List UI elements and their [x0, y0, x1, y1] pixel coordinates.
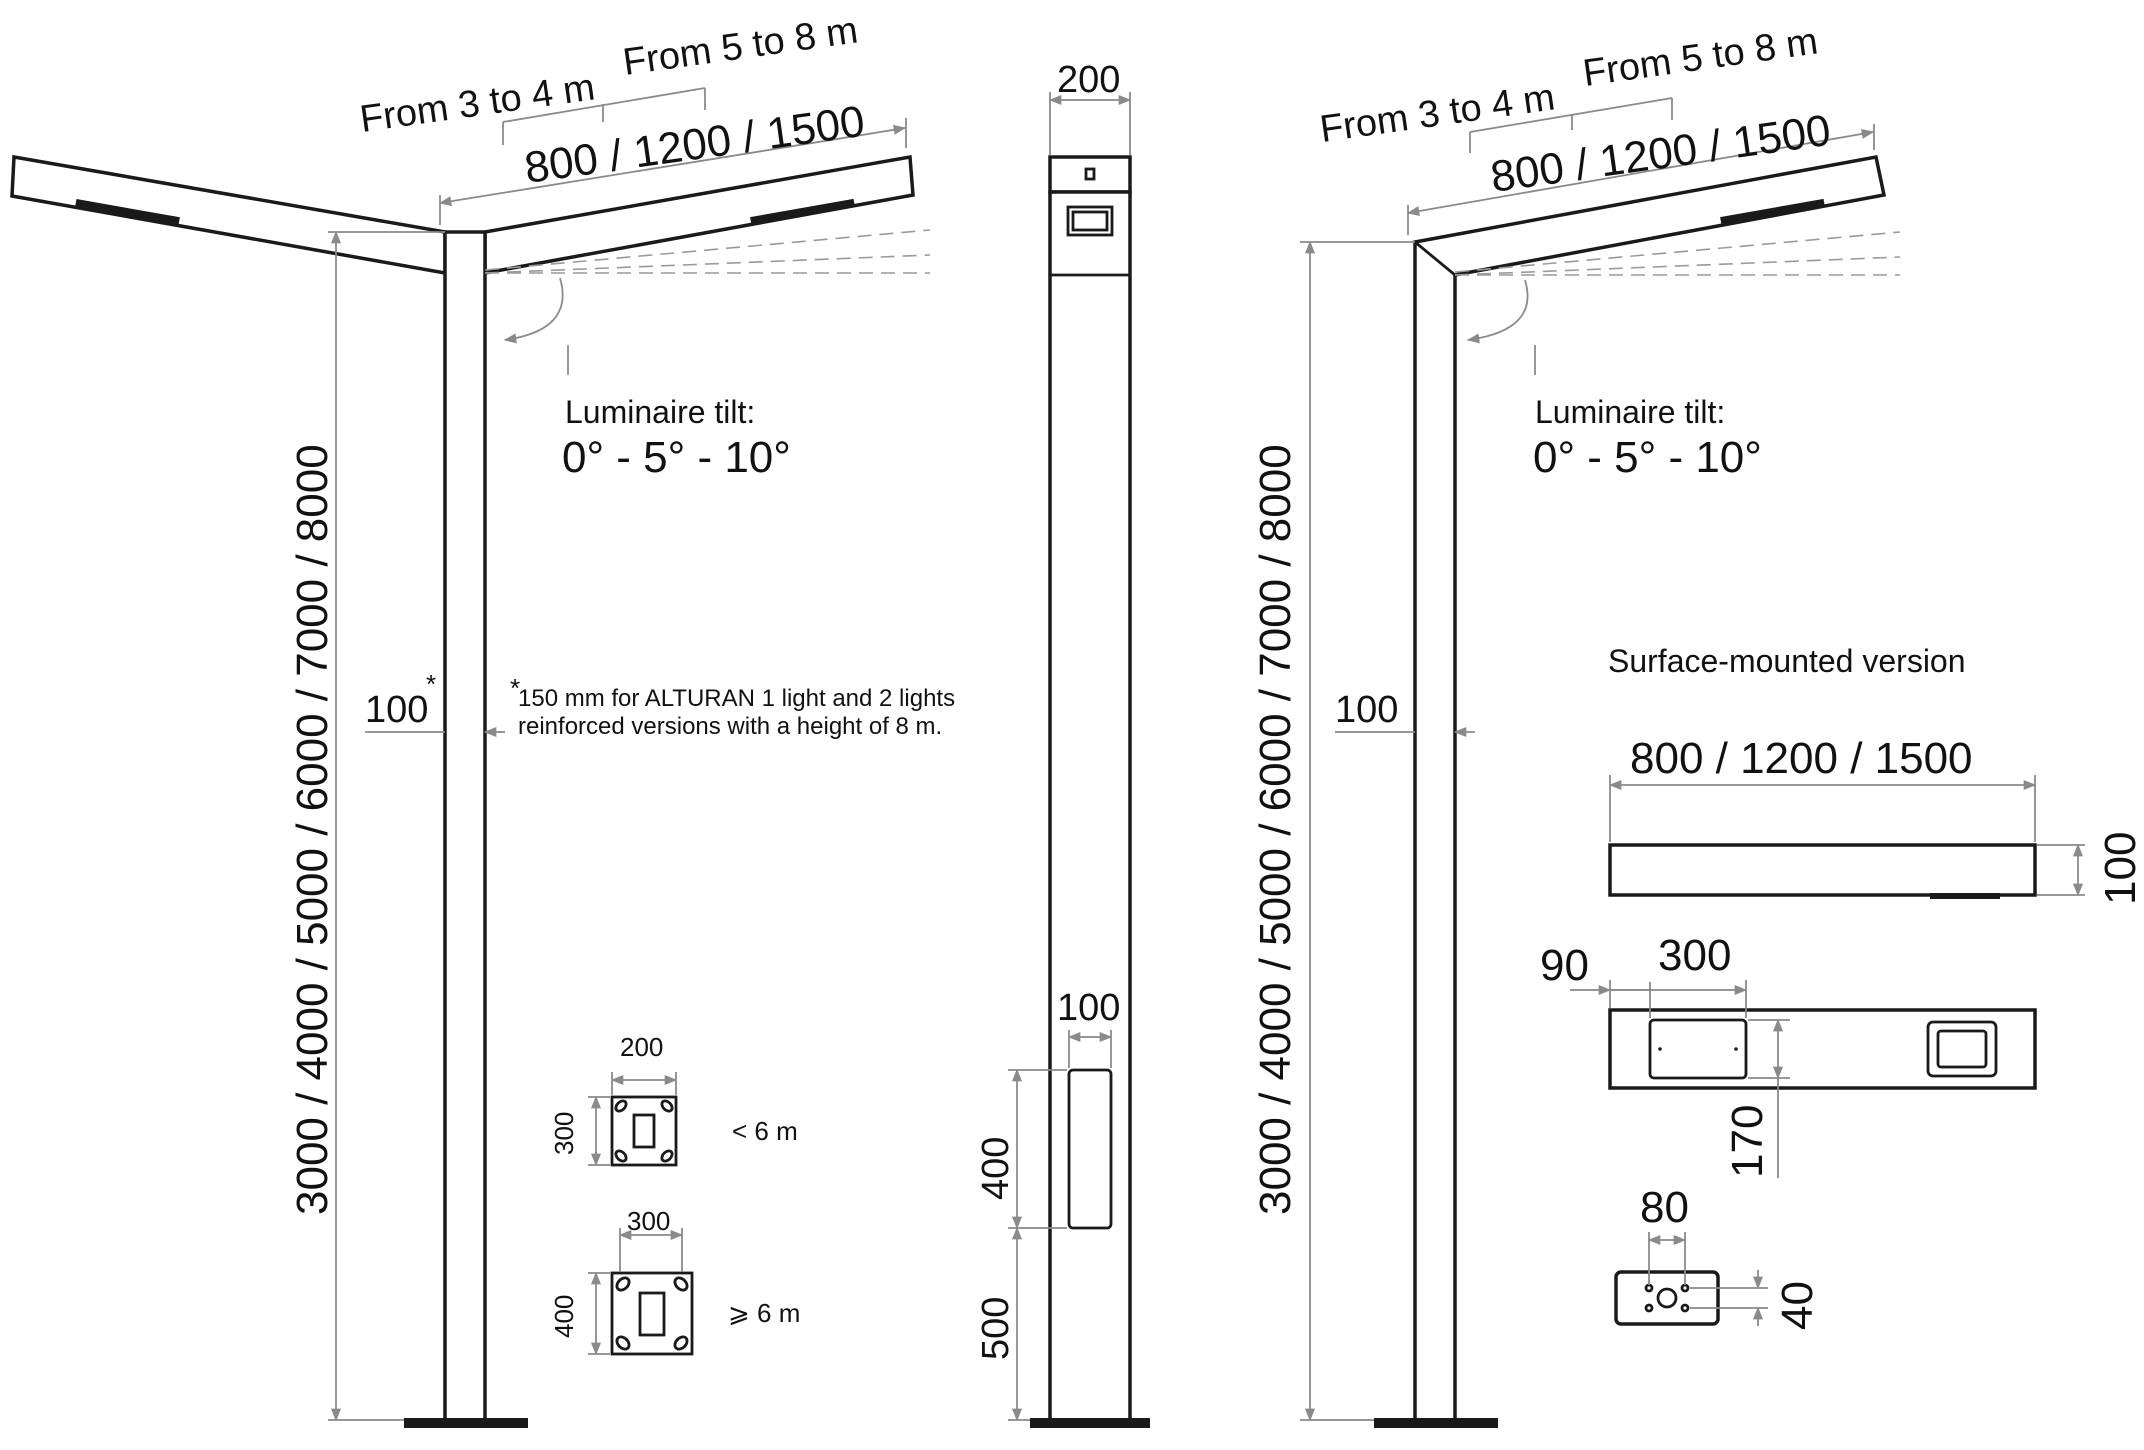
single-section: 100	[1335, 689, 1398, 731]
surface-height: 100	[2096, 832, 2144, 905]
surface-title: Surface-mounted version	[1608, 643, 1966, 679]
bracket-width: 80	[1640, 1183, 1689, 1232]
double-tilt-label: Luminaire tilt:	[565, 394, 755, 430]
double-pole-shaft	[443, 230, 487, 1422]
side-door-offset: 500	[975, 1297, 1017, 1360]
base-small-depth: 300	[549, 1112, 579, 1155]
double-note-mark: *	[510, 673, 520, 703]
single-height: 3000 / 4000 / 5000 / 6000 / 7000 / 8000	[1251, 444, 1300, 1215]
surface-cutout-depth: 170	[1723, 1105, 1772, 1178]
single-range-long: From 5 to 8 m	[1580, 20, 1820, 95]
base-large-condition: ⩾ 6 m	[728, 1298, 800, 1328]
single-tilt-label: Luminaire tilt:	[1535, 394, 1725, 430]
surface-mounted-view: Surface-mounted version 800 / 1200 / 150…	[1540, 643, 2144, 1330]
side-pole-shaft	[1048, 190, 1132, 1422]
bracket-center-hole	[1656, 1287, 1678, 1309]
surface-cutout-width: 300	[1658, 931, 1731, 980]
double-section-mark: *	[426, 669, 436, 699]
base-large-width: 300	[627, 1206, 670, 1236]
double-arm-pole-view: From 3 to 4 m From 5 to 8 m 800 / 1200 /…	[10, 9, 955, 1428]
double-note-line1: 150 mm for ALTURAN 1 light and 2 lights	[518, 685, 955, 712]
single-arm-pole-view: From 3 to 4 m From 5 to 8 m 800 / 1200 /…	[1251, 20, 1901, 1428]
base-small-condition: < 6 m	[732, 1116, 798, 1146]
single-pole-base-plate	[1374, 1418, 1498, 1428]
double-height: 3000 / 4000 / 5000 / 6000 / 7000 / 8000	[288, 444, 337, 1215]
side-camera	[1084, 167, 1096, 181]
left-arm-light-module	[75, 199, 180, 226]
surface-sensor-box	[1926, 1020, 1998, 1078]
side-width: 200	[1057, 59, 1120, 101]
bracket-height: 40	[1773, 1281, 1822, 1330]
surface-light-module	[1930, 893, 2000, 899]
side-door	[1067, 1068, 1113, 1230]
surface-offset: 90	[1540, 941, 1589, 990]
side-door-height: 400	[975, 1137, 1017, 1200]
single-range-short: From 3 to 4 m	[1317, 76, 1557, 151]
side-door-width: 100	[1057, 987, 1120, 1029]
base-plate-small: 200 300 < 6 m	[549, 1032, 798, 1167]
left-arm	[10, 154, 447, 276]
double-tilt-values: 0° - 5° - 10°	[562, 433, 791, 482]
double-note-line2: reinforced versions with a height of 8 m…	[518, 713, 942, 740]
double-section: 100	[365, 689, 428, 731]
side-view-pole: 200 100 400 500	[975, 59, 1150, 1428]
double-range-short: From 3 to 4 m	[357, 66, 597, 141]
single-tilt-values: 0° - 5° - 10°	[1533, 433, 1762, 482]
side-base-plate	[1030, 1418, 1150, 1428]
surface-length: 800 / 1200 / 1500	[1630, 734, 1973, 783]
side-sensor-box	[1066, 205, 1114, 237]
surface-cutout	[1648, 1018, 1748, 1080]
base-large-depth: 400	[549, 1295, 579, 1338]
base-small-width: 200	[620, 1032, 663, 1062]
double-range-long: From 5 to 8 m	[620, 9, 860, 84]
double-pole-base-plate	[404, 1418, 528, 1428]
side-head	[1048, 155, 1132, 194]
surface-bracket	[1614, 1270, 1720, 1326]
surface-luminaire-side	[1608, 843, 2037, 897]
base-plate-large: 300 400 ⩾ 6 m	[549, 1206, 800, 1356]
